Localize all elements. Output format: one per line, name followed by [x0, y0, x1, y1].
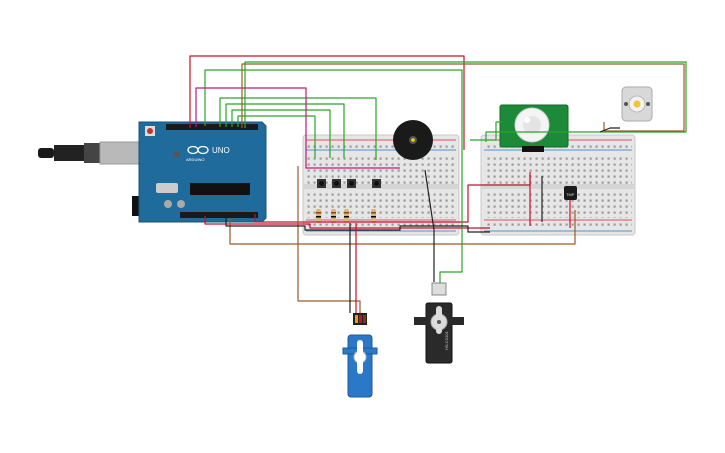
wire-red-power[interactable] — [204, 216, 490, 229]
wire-green-long[interactable] — [244, 61, 687, 142]
wire-brown-servo[interactable] — [297, 166, 361, 313]
std-servo-connector — [431, 282, 447, 296]
usb-cable-plug — [38, 148, 54, 158]
wire-green-btn3[interactable] — [225, 103, 345, 158]
pir-motion-sensor[interactable] — [499, 104, 569, 152]
micro-servo[interactable] — [342, 313, 378, 398]
wire-green-btn1[interactable] — [237, 115, 316, 158]
usb-cable — [54, 145, 84, 161]
analog-power-header — [180, 212, 258, 218]
piezo-buzzer[interactable] — [393, 120, 433, 160]
wire-red-top[interactable] — [189, 55, 465, 134]
wire-green-btn4[interactable] — [219, 97, 377, 160]
dc-motor[interactable] — [621, 86, 653, 122]
digital-header — [166, 124, 258, 130]
wire-green-servo[interactable] — [204, 69, 463, 283]
resistor-1[interactable] — [316, 209, 321, 223]
push-buttons — [317, 179, 381, 188]
temperature-sensor[interactable]: TMP — [564, 186, 577, 200]
standard-servo[interactable]: HS-C3101 — [414, 282, 464, 364]
wire-brown-motor[interactable] — [241, 63, 685, 132]
wire-black-gnd[interactable] — [225, 218, 490, 233]
push-button-3[interactable] — [347, 179, 356, 188]
wire-green-btn2[interactable] — [231, 109, 331, 158]
std-servo-label: HS-C3101 — [444, 331, 449, 350]
wire-brown-gnd[interactable] — [229, 210, 576, 245]
resistor-2[interactable] — [331, 209, 336, 223]
push-button-2[interactable] — [332, 179, 341, 188]
brand-mark: ARDUINO — [186, 157, 204, 162]
ic-label: TMP — [566, 192, 575, 197]
breadboard-right[interactable] — [480, 134, 636, 236]
wires — [189, 55, 687, 313]
resistors — [316, 209, 376, 223]
push-button-1[interactable] — [317, 179, 326, 188]
motor-shaft — [633, 100, 641, 108]
resistor-4[interactable] — [371, 209, 376, 223]
resistor-3[interactable] — [344, 209, 349, 223]
atmega-chip — [190, 183, 250, 195]
wire-magenta-buzzer[interactable] — [195, 87, 400, 169]
push-button-4[interactable] — [372, 179, 381, 188]
board-model: UNO — [212, 146, 230, 155]
reset-button[interactable] — [147, 128, 153, 134]
arduino-uno-board[interactable]: UNO ARDUINO — [38, 121, 267, 223]
wire-black-buzzer[interactable] — [424, 169, 435, 282]
